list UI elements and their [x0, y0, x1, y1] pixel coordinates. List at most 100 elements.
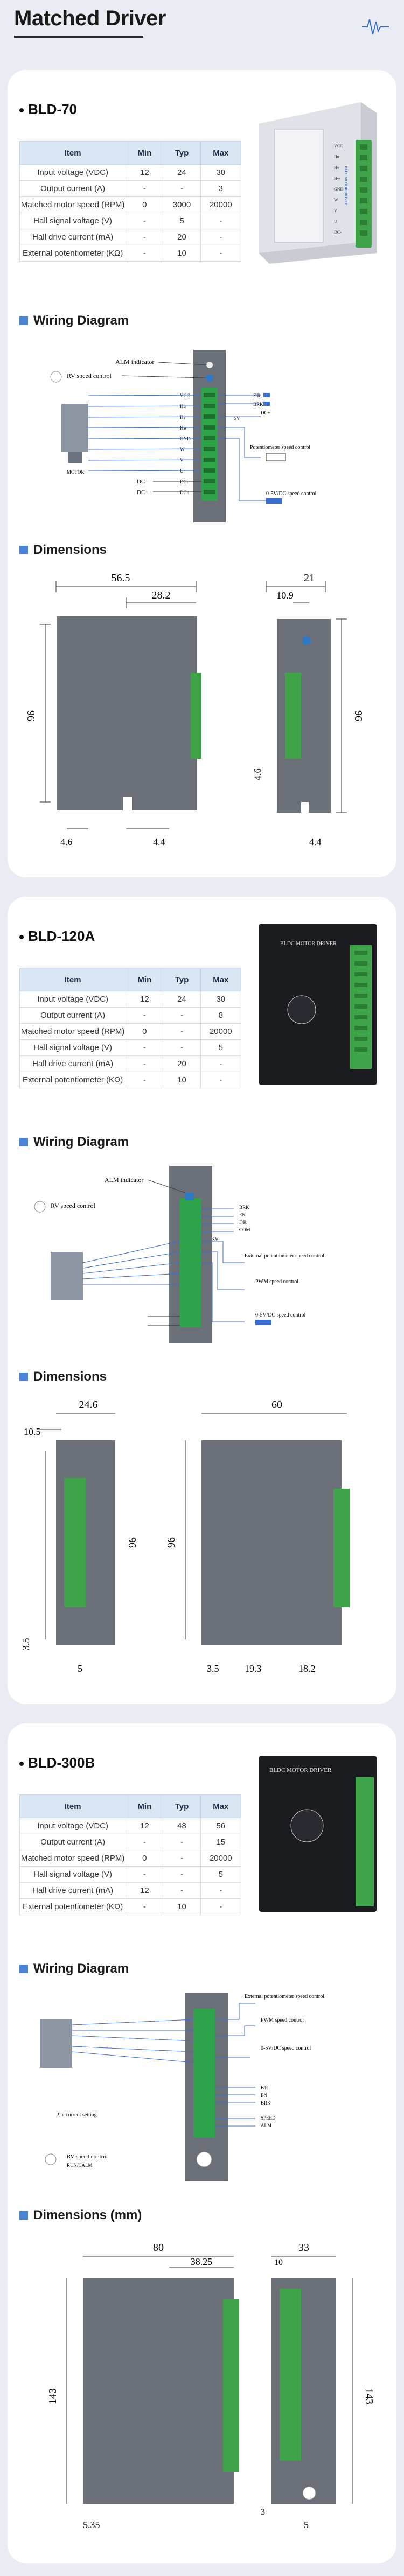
- svg-text:BLDC MOTOR DRIVER: BLDC MOTOR DRIVER: [269, 1767, 332, 1773]
- svg-text:RV speed control: RV speed control: [67, 2153, 108, 2160]
- table-row: Output current (A)--15: [19, 1834, 242, 1850]
- svg-text:5: 5: [78, 1663, 82, 1674]
- svg-text:ALM: ALM: [261, 2123, 271, 2128]
- dimension-drawing: 56.5 28.2 96 4.6 4.4 21 10.9 96 4.6 4.4: [25, 572, 364, 847]
- v05-label: 0-5V/DC speed control: [266, 491, 317, 497]
- model-title: BLD-120A: [19, 928, 95, 945]
- svg-text:80: 80: [153, 2242, 164, 2254]
- svg-text:BRK: BRK: [261, 2100, 271, 2106]
- svg-text:V: V: [180, 458, 184, 463]
- wiring-diagram: ALM indicator RV speed control VCCHuHvHw…: [50, 350, 317, 522]
- card-bld300b: BLD-300B Item Min Typ Max Input voltage …: [8, 1723, 396, 2563]
- table-row: External potentiometer (KΩ)-10-: [19, 1898, 242, 1915]
- svg-text:EN: EN: [239, 1212, 246, 1217]
- table-row: Output current (A)--3: [19, 180, 242, 197]
- table-row: Matched motor speed (RPM)0-20000: [19, 1023, 242, 1040]
- svg-text:PWM speed control: PWM speed control: [255, 1279, 298, 1285]
- svg-text:External potentiometer speed c: External potentiometer speed control: [245, 1994, 324, 2000]
- page-header: Matched Driver: [0, 0, 404, 54]
- svg-text:10.9: 10.9: [276, 590, 294, 601]
- section-dimensions: Dimensions (mm): [19, 2208, 142, 2223]
- svg-text:4.4: 4.4: [309, 836, 322, 847]
- wiring-diagram: P=c current setting RV speed control RUN…: [40, 1993, 324, 2181]
- svg-text:DC+: DC+: [180, 490, 190, 495]
- svg-text:5.35: 5.35: [83, 2519, 100, 2530]
- svg-text:28.2: 28.2: [152, 589, 171, 601]
- wiring-diagram: ALM indicator RV speed control BRKENF/RC…: [34, 1166, 324, 1343]
- svg-text:Hw: Hw: [180, 425, 187, 431]
- svg-text:BRK: BRK: [253, 402, 263, 407]
- svg-text:0-5V/DC speed control: 0-5V/DC speed control: [261, 2045, 311, 2051]
- table-row: Hall drive current (mA)-20-: [19, 1055, 242, 1072]
- svg-text:MOTOR: MOTOR: [67, 469, 84, 475]
- col-max: Max: [200, 141, 242, 165]
- svg-text:96: 96: [352, 710, 364, 721]
- svg-text:Hw: Hw: [334, 176, 340, 181]
- svg-text:U: U: [180, 468, 184, 474]
- svg-text:DC+: DC+: [137, 489, 148, 496]
- svg-text:DC+: DC+: [261, 410, 270, 416]
- svg-text:21: 21: [304, 572, 315, 584]
- table-row: Hall signal voltage (V)--5: [19, 1039, 242, 1056]
- title-underline: [14, 36, 143, 38]
- svg-text:96: 96: [165, 1537, 177, 1548]
- svg-text:33: 33: [298, 2242, 309, 2254]
- svg-text:DC-: DC-: [334, 230, 342, 235]
- col-min: Min: [126, 141, 164, 165]
- svg-text:VCC: VCC: [334, 144, 343, 149]
- svg-text:4.4: 4.4: [153, 836, 165, 847]
- svg-text:Hu: Hu: [180, 404, 186, 409]
- svg-text:PWM speed control: PWM speed control: [261, 2017, 304, 2023]
- waveform-icon: [362, 19, 389, 35]
- table-row: Hall signal voltage (V)--5: [19, 1866, 242, 1883]
- table-row: External potentiometer (KΩ)-10-: [19, 1072, 242, 1088]
- model-title: BLD-300B: [19, 1755, 95, 1771]
- svg-text:10: 10: [274, 2258, 283, 2267]
- svg-text:EN: EN: [261, 2093, 267, 2098]
- svg-text:5: 5: [304, 2519, 309, 2530]
- product-photo: BLDC MOTOR DRIVER: [259, 1756, 377, 1912]
- svg-text:RUN/CALM: RUN/CALM: [67, 2163, 93, 2168]
- svg-text:F/R: F/R: [239, 1220, 247, 1225]
- svg-text:96: 96: [126, 1537, 138, 1548]
- svg-text:38.25: 38.25: [191, 2256, 213, 2267]
- svg-text:V: V: [334, 208, 337, 213]
- svg-text:ALM indicator: ALM indicator: [105, 1176, 143, 1184]
- table-row: Hall drive current (mA)-20-: [19, 229, 242, 245]
- alm-label: ALM indicator: [115, 358, 154, 365]
- svg-text:Hv: Hv: [180, 414, 186, 420]
- card-bld120a: BLD-120A Item Min Typ Max Input voltage …: [8, 897, 396, 1704]
- model-title: BLD-70: [19, 101, 77, 118]
- svg-text:BRK: BRK: [239, 1205, 249, 1210]
- svg-text:U: U: [334, 219, 337, 224]
- svg-text:18.2: 18.2: [298, 1663, 316, 1674]
- dimension-drawing: 24.6 10.5 96 3.5 5 60 96 3.5 19.3 18.2: [20, 1399, 350, 1674]
- svg-text:SPEED: SPEED: [261, 2115, 276, 2121]
- svg-text:P=c current setting: P=c current setting: [56, 2112, 97, 2118]
- svg-text:W: W: [180, 447, 185, 452]
- svg-text:143: 143: [47, 2388, 59, 2404]
- dimension-drawing: 80 38.25 143 5.35 33 10 143 3 5: [47, 2242, 375, 2530]
- product-photo: BLDC MOTOR DRIVER: [259, 924, 377, 1085]
- page-title: Matched Driver: [14, 6, 166, 30]
- svg-text:GND: GND: [180, 436, 191, 441]
- svg-text:SV: SV: [212, 1237, 219, 1242]
- section-dimensions: Dimensions: [19, 1369, 107, 1384]
- card-bld70: BLD-70 Item Min Typ Max Input voltage (V…: [8, 70, 396, 877]
- section-wiring: Wiring Diagram: [19, 1961, 129, 1976]
- svg-text:W: W: [334, 198, 338, 202]
- section-dimensions: Dimensions: [19, 543, 107, 558]
- svg-text:F/R: F/R: [253, 393, 261, 398]
- svg-text:3.5: 3.5: [207, 1663, 219, 1674]
- svg-text:10.5: 10.5: [24, 1426, 41, 1437]
- svg-text:3: 3: [261, 2508, 265, 2517]
- section-wiring: Wiring Diagram: [19, 313, 129, 328]
- table-row: External potentiometer (KΩ)-10-: [19, 245, 242, 262]
- svg-text:DC-: DC-: [180, 479, 189, 484]
- rv-label: RV speed control: [67, 372, 112, 379]
